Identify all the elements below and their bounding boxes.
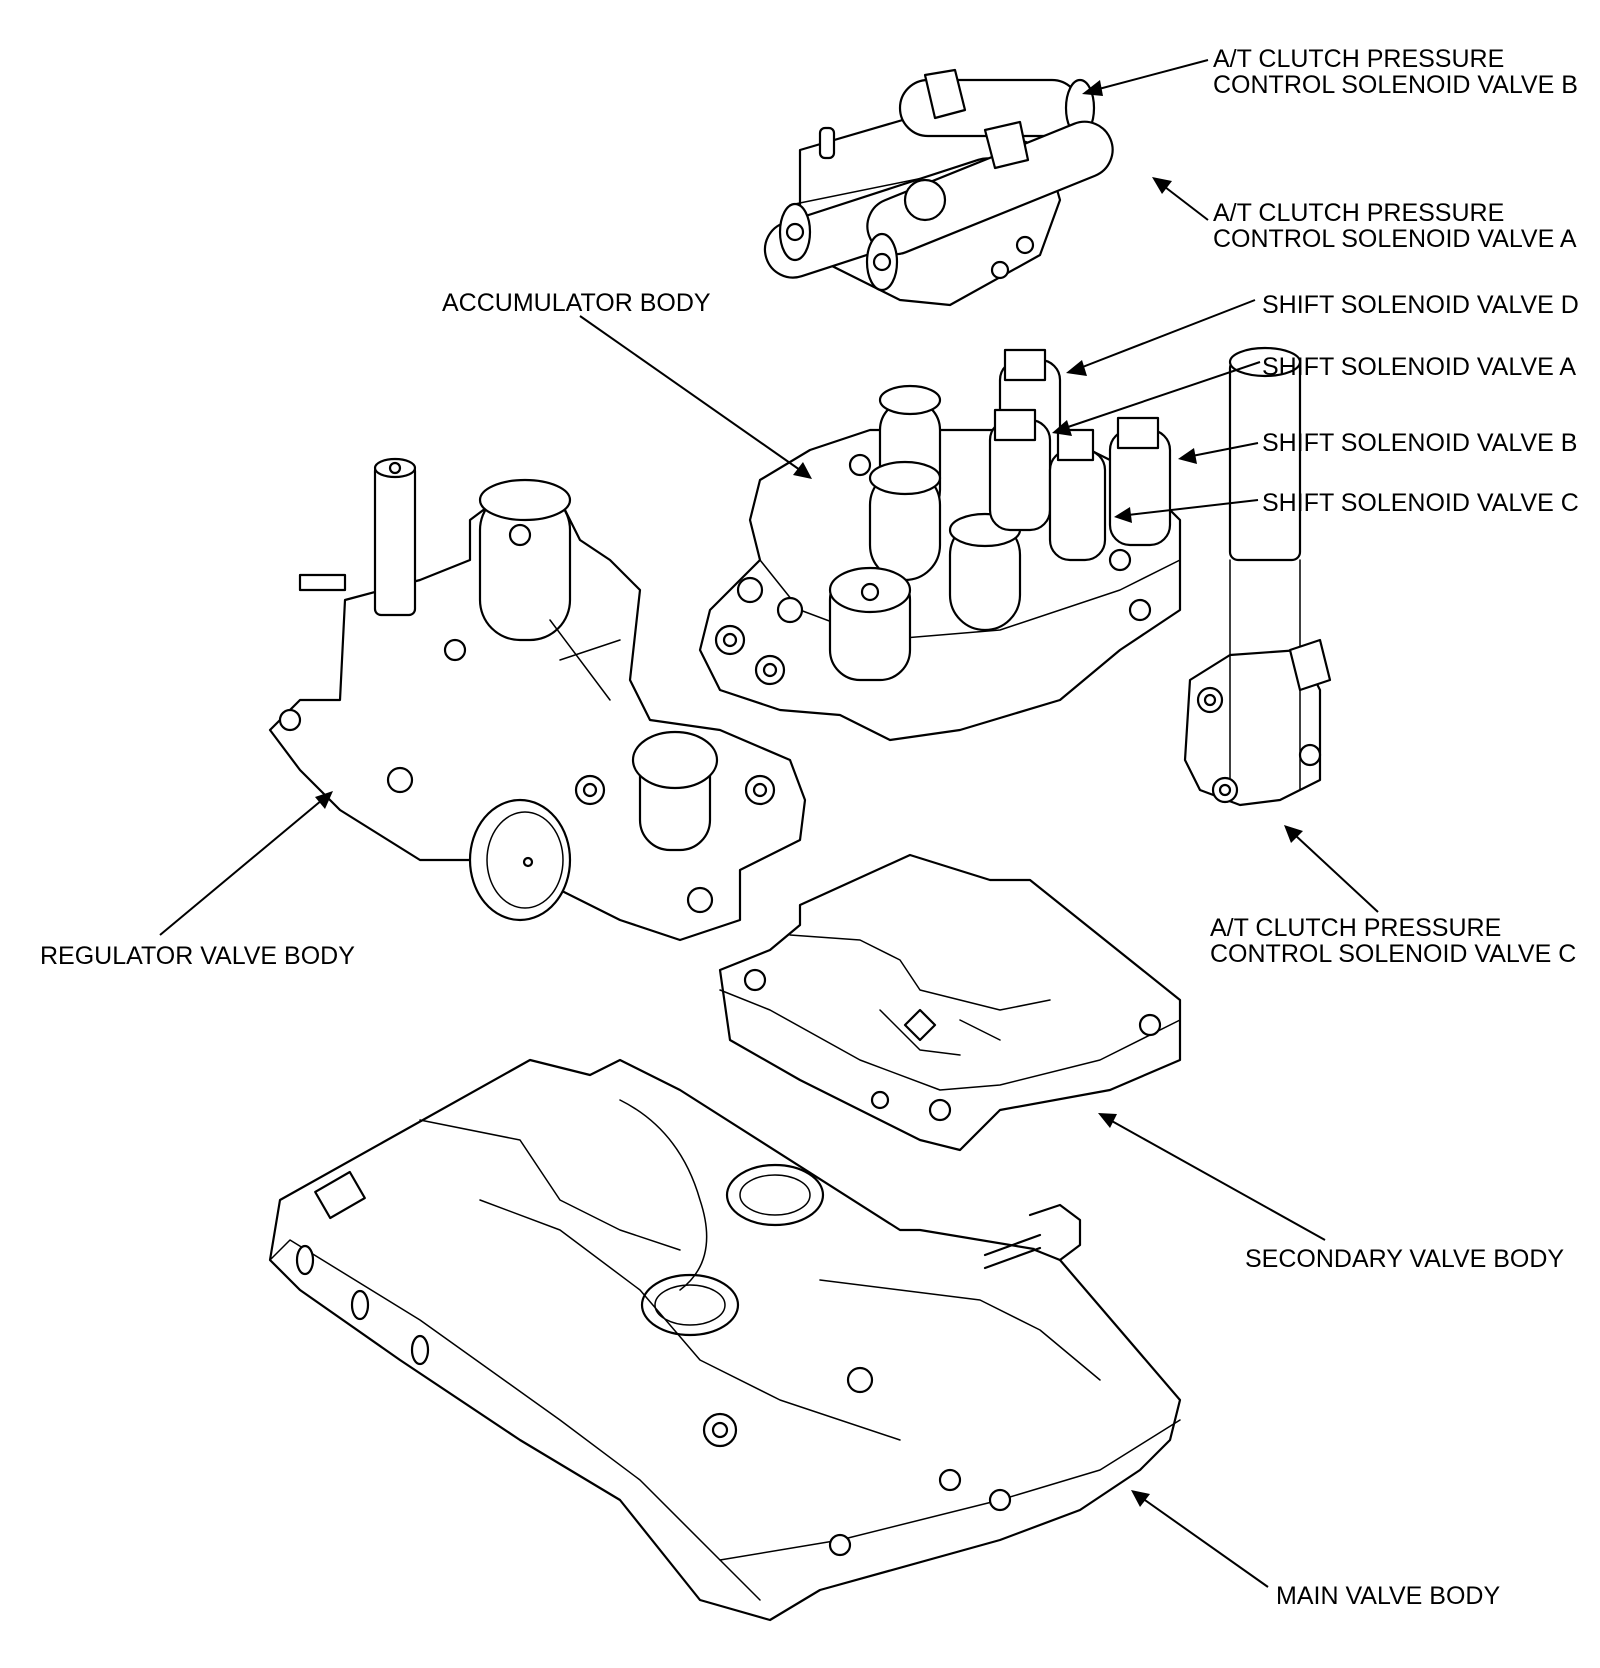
label-at-clutch-b: A/T CLUTCH PRESSURE CONTROL SOLENOID VAL… — [1213, 46, 1578, 98]
leader-shift-b — [1178, 442, 1259, 464]
label-at-clutch-a-line2: CONTROL SOLENOID VALVE A — [1213, 225, 1577, 253]
main-valve-body — [268, 1058, 1182, 1622]
label-at-clutch-a-line1: A/T CLUTCH PRESSURE — [1213, 199, 1505, 227]
leader-lines — [159, 59, 1379, 1588]
label-shift-d: SHIFT SOLENOID VALVE D — [1262, 291, 1579, 319]
leader-accumulator-body — [579, 315, 812, 479]
label-at-clutch-c-line1: A/T CLUTCH PRESSURE — [1210, 914, 1502, 942]
label-main-valve-body: MAIN VALVE BODY — [1276, 1582, 1501, 1610]
label-secondary-valve-body: SECONDARY VALVE BODY — [1245, 1245, 1565, 1273]
label-shift-a: SHIFT SOLENOID VALVE A — [1262, 353, 1576, 381]
leader-secondary-valve-body — [1098, 1113, 1326, 1241]
label-shift-c: SHIFT SOLENOID VALVE C — [1262, 489, 1579, 517]
label-at-clutch-c-line2: CONTROL SOLENOID VALVE C — [1210, 940, 1577, 968]
label-at-clutch-a: A/T CLUTCH PRESSURE CONTROL SOLENOID VAL… — [1213, 200, 1577, 252]
label-shift-b: SHIFT SOLENOID VALVE B — [1262, 429, 1578, 457]
leader-regulator-valve-body — [159, 791, 333, 936]
accumulator-body — [698, 348, 1182, 742]
leader-shift-d — [1066, 299, 1256, 376]
label-accumulator-body: ACCUMULATOR BODY — [442, 289, 711, 317]
label-regulator-valve-body: REGULATOR VALVE BODY — [40, 942, 355, 970]
at-clutch-solenoid-c — [1183, 346, 1332, 807]
leader-at-clutch-a — [1152, 177, 1209, 221]
leader-shift-a — [1052, 361, 1261, 436]
label-at-clutch-b-line2: CONTROL SOLENOID VALVE B — [1213, 71, 1578, 99]
leader-at-clutch-b — [1082, 59, 1209, 96]
secondary-valve-body — [718, 853, 1182, 1152]
leader-main-valve-body — [1131, 1490, 1269, 1588]
label-at-clutch-b-line1: A/T CLUTCH PRESSURE — [1213, 45, 1505, 73]
leader-shift-c — [1114, 499, 1259, 523]
regulator-valve-body — [268, 457, 807, 942]
leader-at-clutch-c — [1284, 825, 1379, 913]
label-at-clutch-c: A/T CLUTCH PRESSURE CONTROL SOLENOID VAL… — [1210, 915, 1576, 967]
at-clutch-solenoid-a-b-assembly — [763, 68, 1114, 307]
